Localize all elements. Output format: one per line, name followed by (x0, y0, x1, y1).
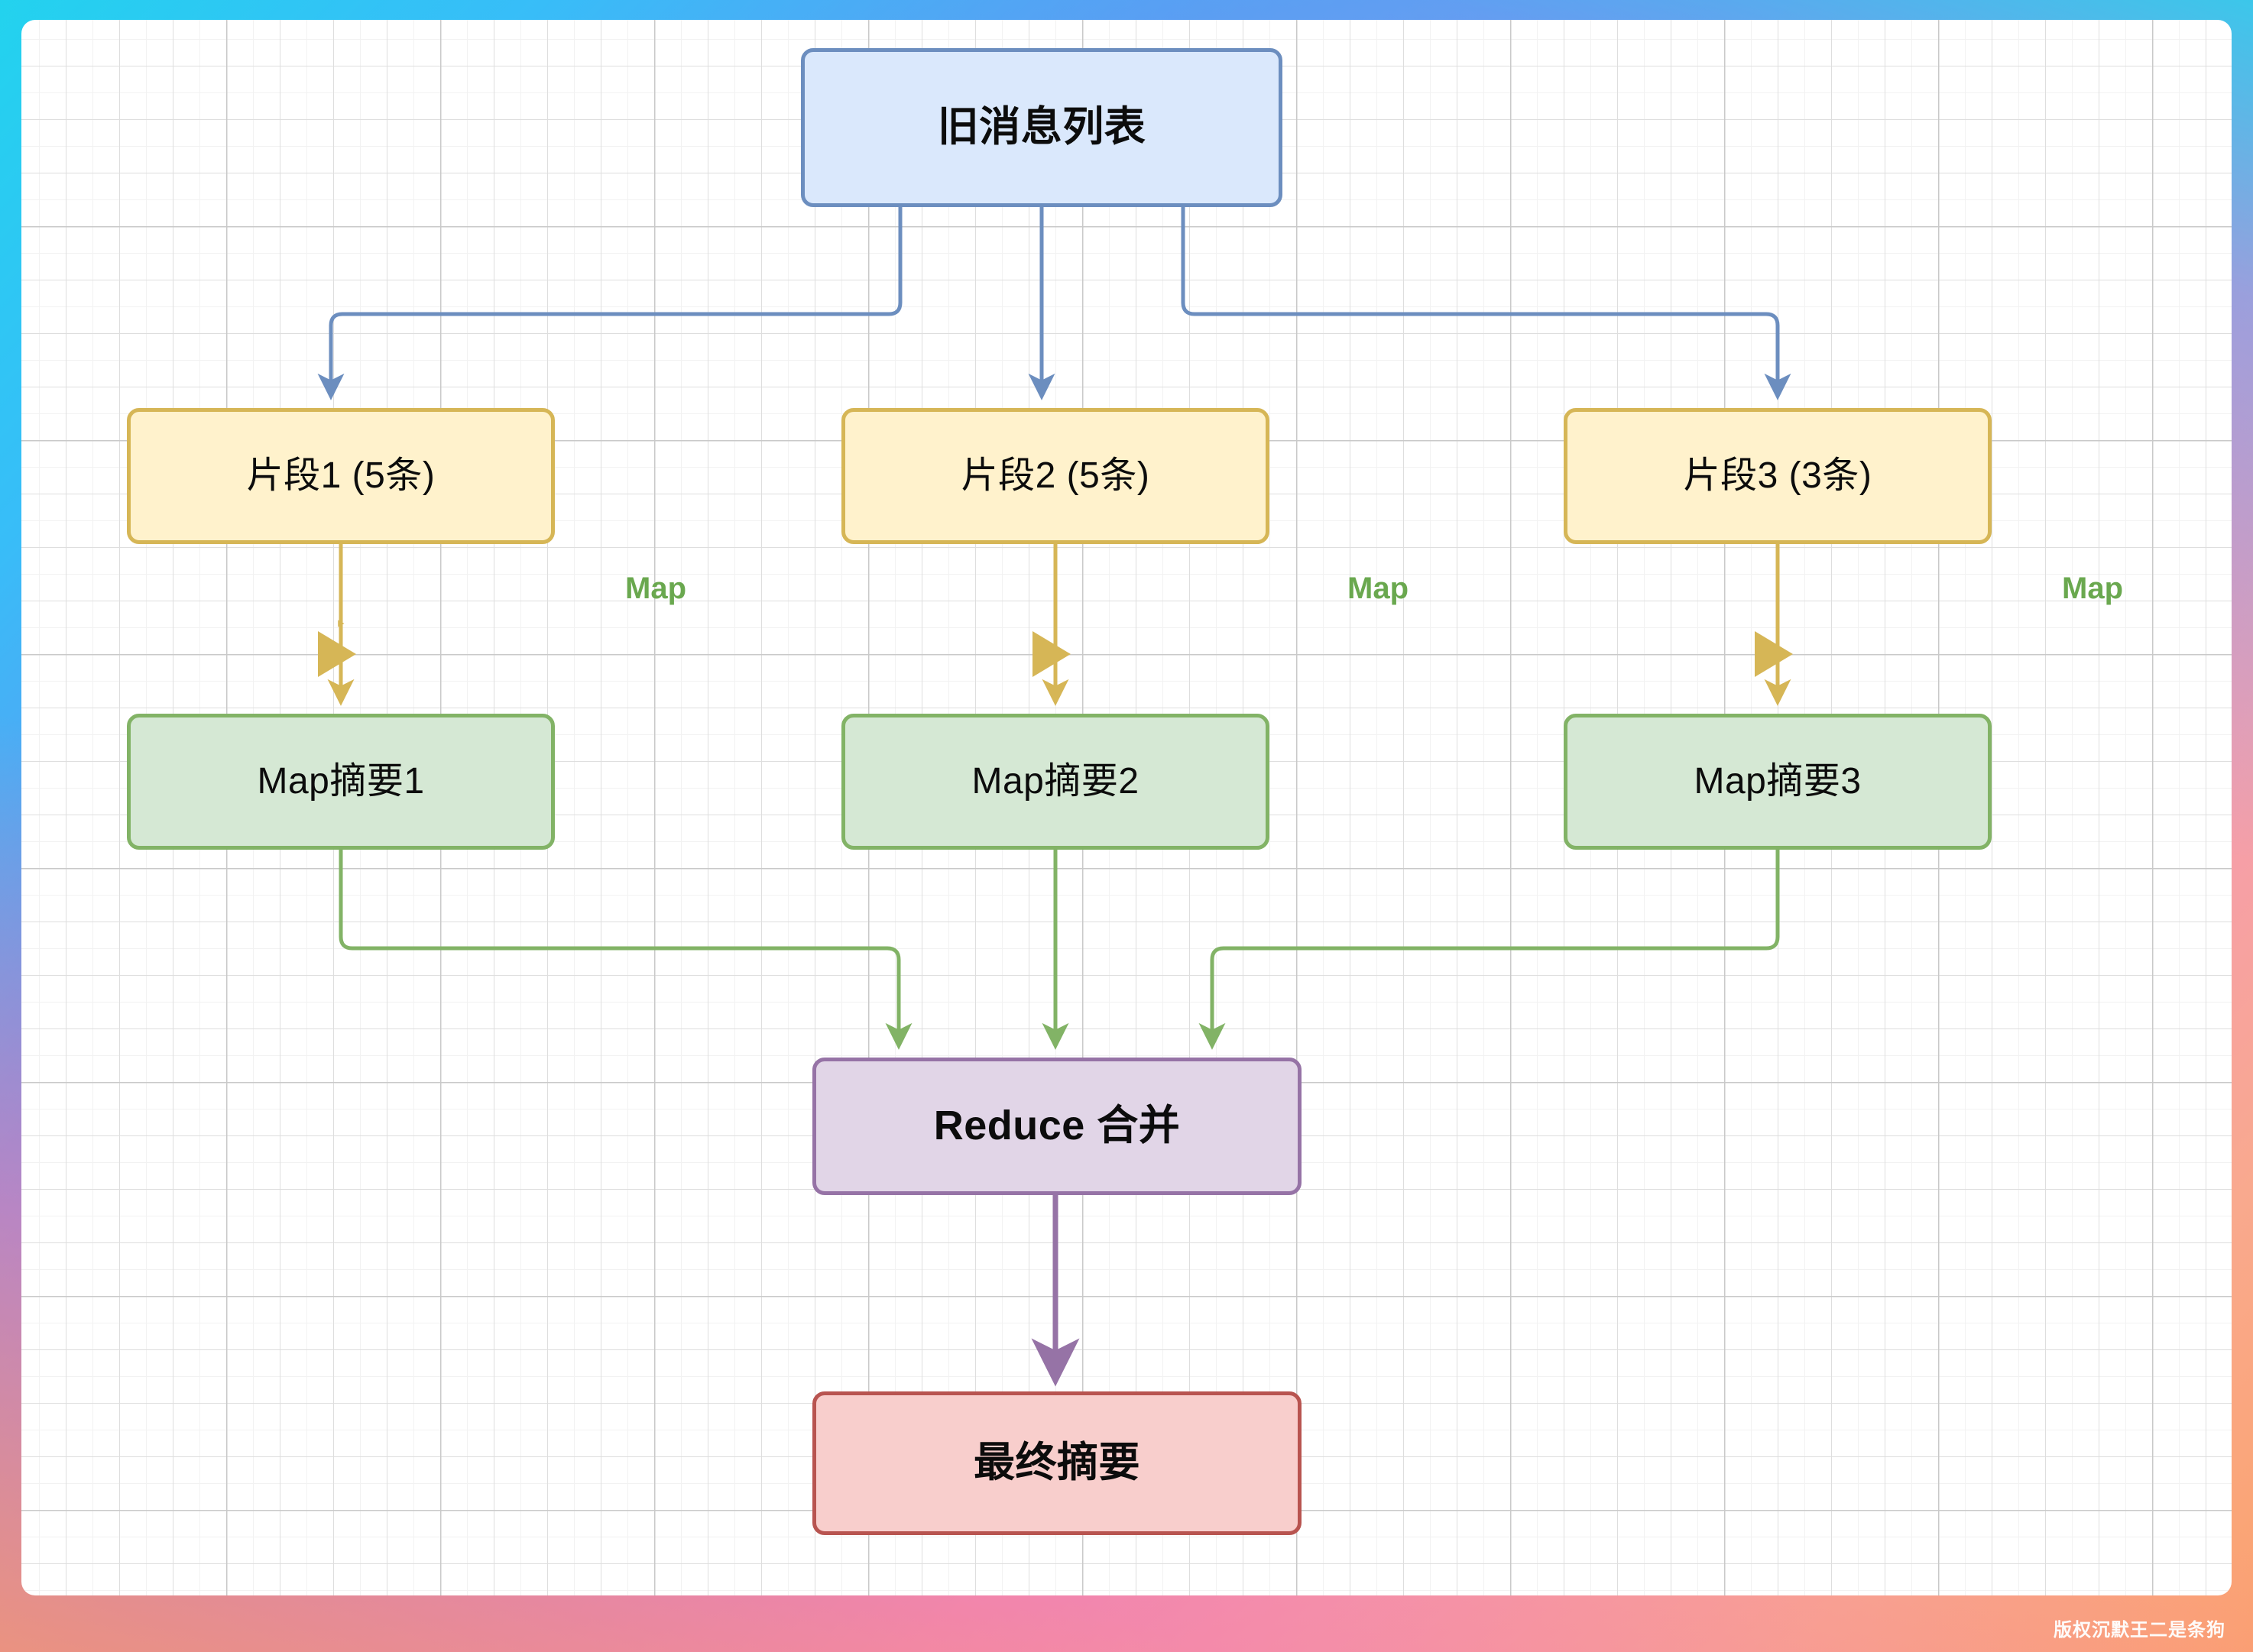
node-reduce[interactable]: Reduce 合并 (812, 1058, 1302, 1195)
node-final-summary-label: 最终摘要 (974, 1440, 1140, 1486)
node-chunk3[interactable]: 片段3 (3条) (1564, 408, 1992, 544)
node-map-summary-3[interactable]: Map摘要3 (1564, 714, 1992, 850)
node-chunk3-label: 片段3 (3条) (1683, 455, 1872, 496)
mid-triangle-3 (1755, 631, 1793, 677)
node-map-summary-2[interactable]: Map摘要2 (841, 714, 1269, 850)
watermark-text: 版权沉默王二是条狗 (2054, 1620, 2225, 1641)
node-source-label: 旧消息列表 (937, 104, 1146, 151)
node-map-summary-1-label: Map摘要1 (257, 761, 425, 802)
node-map-summary-3-label: Map摘要3 (1694, 761, 1862, 802)
edge-label-map-1: Map (625, 572, 686, 605)
mid-triangle-2 (1032, 631, 1071, 677)
edge-source-to-chunk1 (317, 207, 903, 400)
node-source[interactable]: 旧消息列表 (801, 48, 1282, 207)
node-map-summary-2-label: Map摘要2 (971, 761, 1139, 802)
mid-triangle-1 (318, 631, 356, 677)
node-map-summary-1[interactable]: Map摘要1 (127, 714, 555, 850)
node-final-summary[interactable]: 最终摘要 (812, 1391, 1302, 1535)
edge-label-map-3: Map (2062, 572, 2123, 605)
edge-source-to-chunk3 (1181, 207, 1791, 400)
diagram-canvas[interactable]: 旧消息列表 片段1 (5条) 片段2 (5条) 片段3 (3条) Map摘要1 … (21, 20, 2232, 1595)
node-chunk1[interactable]: 片段1 (5条) (127, 408, 555, 544)
edge-map1-to-reduce (339, 850, 913, 1050)
node-chunk1-label: 片段1 (5条) (246, 455, 436, 496)
node-chunk2[interactable]: 片段2 (5条) (841, 408, 1269, 544)
edge-map3-to-reduce (1198, 850, 1780, 1050)
edges-layer (317, 207, 1793, 1387)
node-reduce-label: Reduce 合并 (933, 1103, 1181, 1149)
edge-label-map-2: Map (1347, 572, 1409, 605)
node-chunk2-label: 片段2 (5条) (961, 455, 1150, 496)
